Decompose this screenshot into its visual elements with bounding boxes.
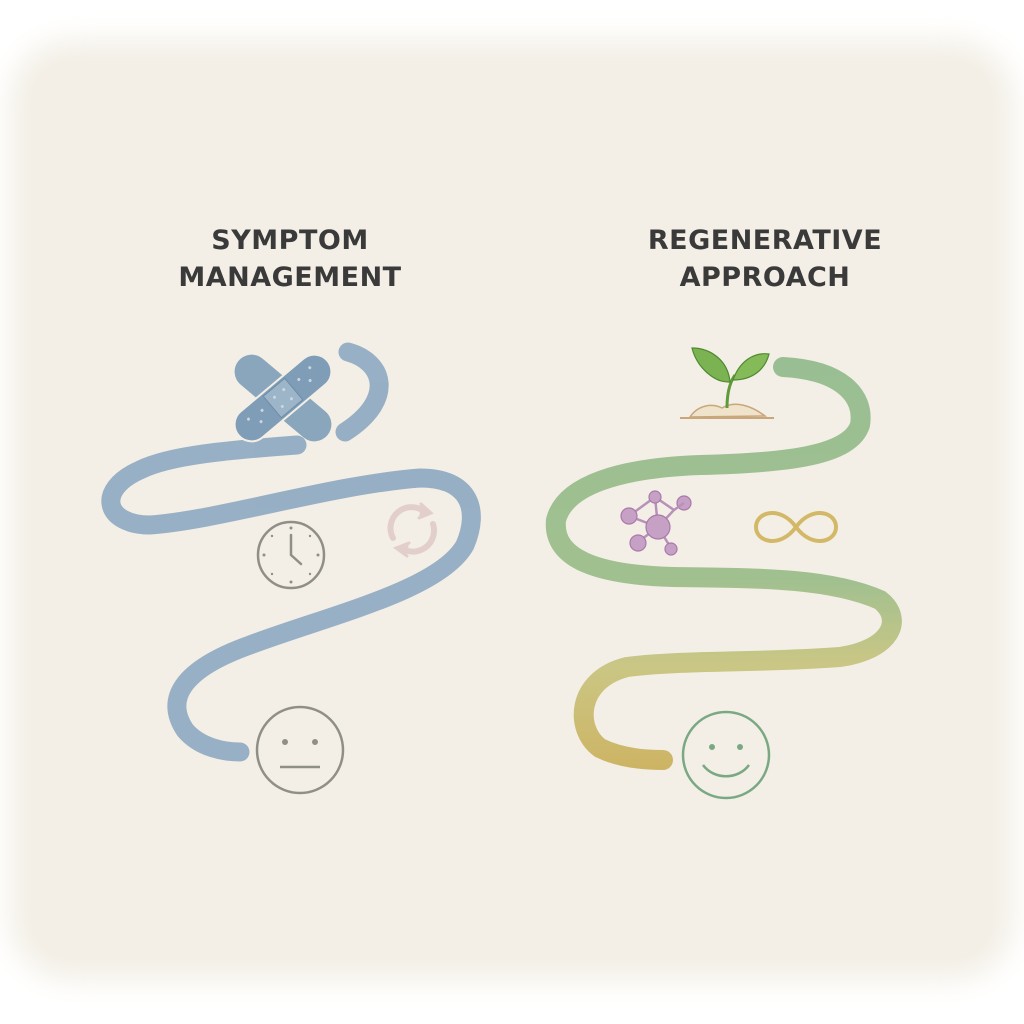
molecule-icon bbox=[620, 490, 692, 556]
bandage-icon bbox=[233, 353, 333, 443]
title-line: MANAGEMENT bbox=[178, 262, 402, 293]
title-line: REGENERATIVE bbox=[647, 225, 883, 256]
clock-icon bbox=[256, 520, 326, 590]
symptom-path bbox=[101, 342, 481, 762]
title-line: SYMPTOM bbox=[211, 225, 369, 256]
symptom-management-title: SYMPTOM MANAGEMENT bbox=[140, 222, 440, 296]
title-line: APPROACH bbox=[679, 262, 851, 293]
neutral-face-icon bbox=[255, 705, 345, 795]
regenerative-approach-title: REGENERATIVE APPROACH bbox=[615, 222, 915, 296]
cycle-arrows-icon bbox=[387, 502, 438, 558]
smiley-face-icon bbox=[681, 710, 771, 800]
regenerative-path bbox=[545, 357, 902, 770]
sprout-icon bbox=[680, 347, 774, 419]
infinity-icon bbox=[753, 511, 839, 543]
watercolor-background bbox=[30, 60, 994, 960]
